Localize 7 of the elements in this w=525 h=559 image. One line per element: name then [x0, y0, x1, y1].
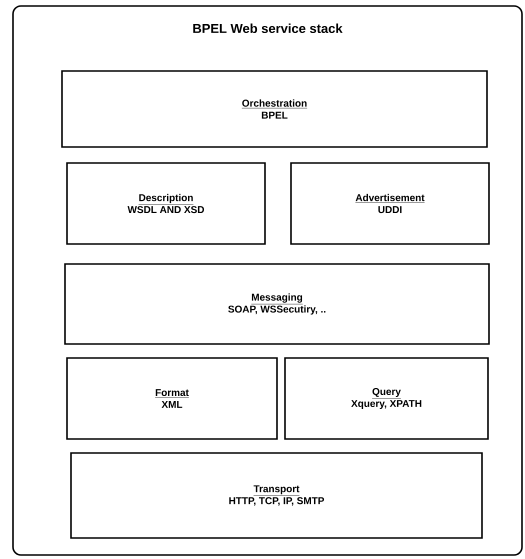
layer-box: Format XML: [66, 357, 278, 440]
layer-box: Description WSDL AND XSD: [66, 162, 266, 245]
layer-box: Orchestration BPEL: [61, 70, 488, 148]
layer-box: Advertisement UDDI: [290, 162, 490, 245]
layer-box: Transport HTTP, TCP, IP, SMTP: [70, 452, 483, 539]
layer-box: Query Xquery, XPATH: [284, 357, 489, 440]
layer-box: Messaging SOAP, WSSecutiry, ..: [64, 263, 490, 345]
